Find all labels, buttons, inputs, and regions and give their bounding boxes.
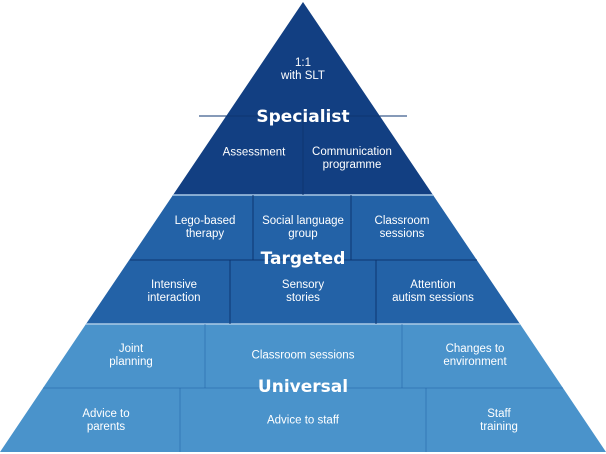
targeted-item: Classroom sessions xyxy=(374,215,430,240)
universal-tier-label: Universal xyxy=(257,377,349,397)
universal-item: Changes to environment xyxy=(443,343,507,368)
targeted-item: Lego-based therapy xyxy=(174,215,236,240)
targeted-item: Social language group xyxy=(262,215,344,240)
specialist-item: Assessment xyxy=(222,146,286,159)
targeted-item: Intensive interaction xyxy=(147,279,201,304)
universal-item: Joint planning xyxy=(109,343,153,368)
targeted-item: Attention autism sessions xyxy=(392,279,474,304)
specialist-item: 1:1 with SLT xyxy=(281,57,325,82)
specialist-tier-label: Specialist xyxy=(256,107,350,127)
universal-item: Advice to staff xyxy=(266,414,340,427)
universal-item: Classroom sessions xyxy=(251,349,355,362)
targeted-tier-label: Targeted xyxy=(260,249,346,269)
universal-item: Advice to parents xyxy=(82,408,130,433)
targeted-item: Sensory stories xyxy=(281,279,325,304)
universal-item: Staff training xyxy=(480,408,518,433)
specialist-item: Communication programme xyxy=(312,146,392,171)
specialist-band xyxy=(173,2,433,195)
